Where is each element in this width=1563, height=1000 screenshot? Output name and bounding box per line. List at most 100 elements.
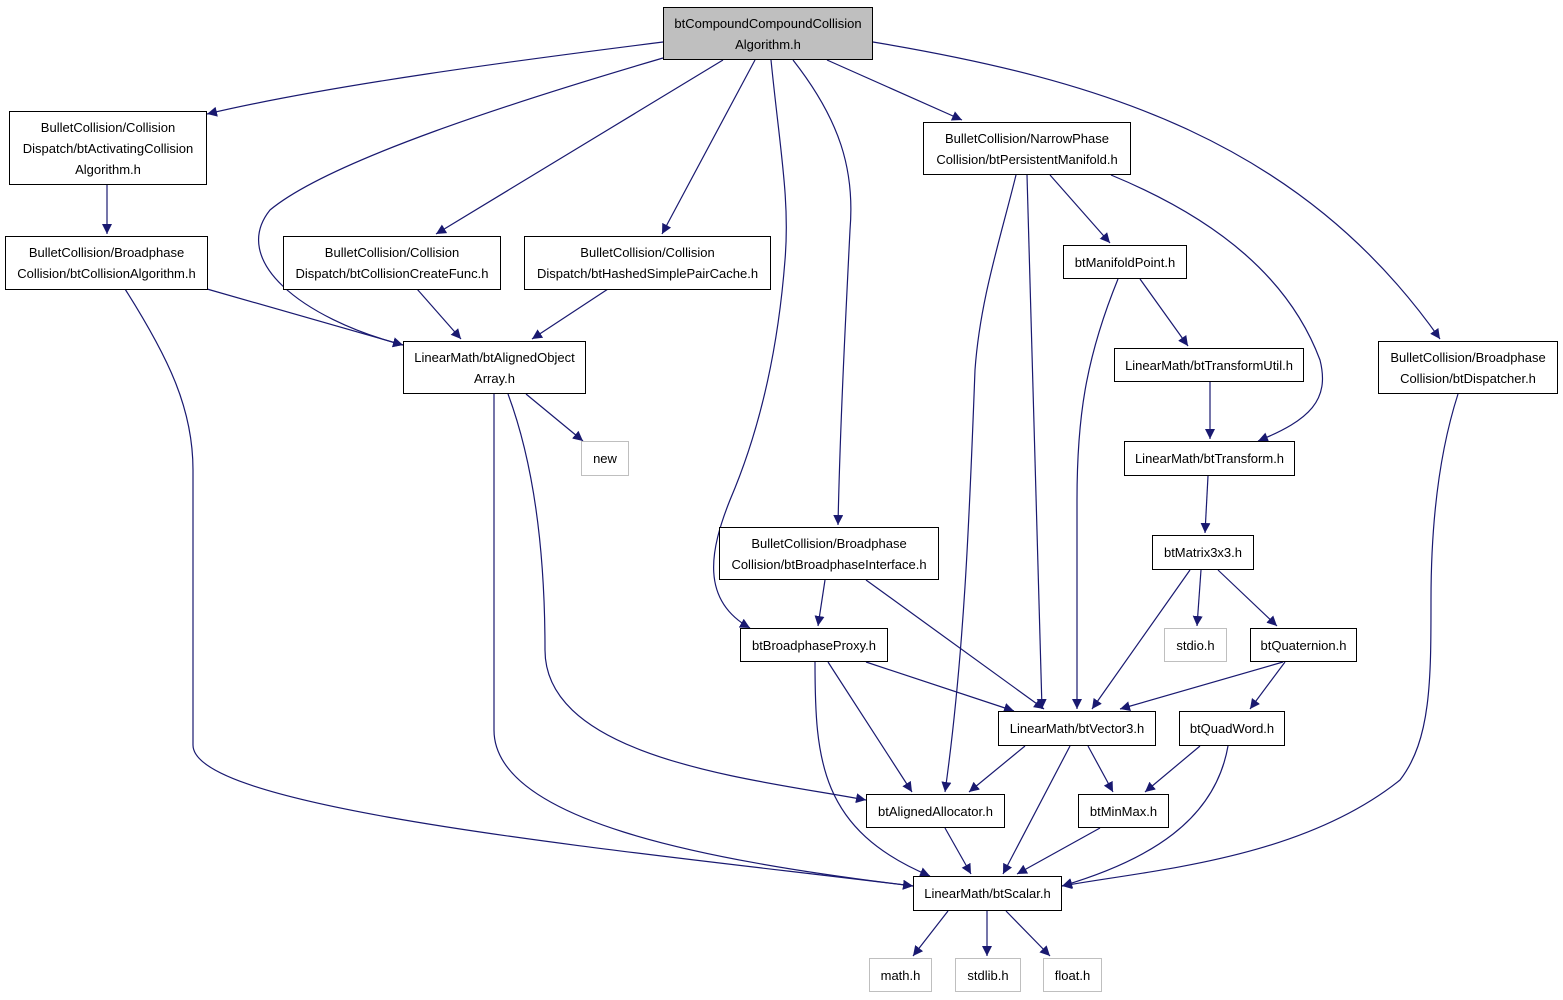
edge-vector3-to-scalar [1002,745,1071,875]
node-label-line: btQuaternion.h [1260,637,1347,653]
node-label-line: BulletCollision/Collision [580,245,715,260]
node-label-line: math.h [880,967,921,983]
edge-quaternion-to-quadword [1249,661,1286,710]
edge-dispatcher-to-scalar [1061,393,1459,890]
edge-quadword-to-scalar [1061,745,1229,888]
node-label-line: Dispatch/btHashedSimplePairCache.h [536,266,759,281]
node-math: math.h [869,958,932,992]
node-label-line: Algorithm.h [735,36,801,52]
node-btquadword[interactable]: btQuadWord.h [1179,711,1285,746]
edge-manifoldpoint-to-vector3 [1072,278,1119,709]
edge-root-to-dispatcher [872,41,1441,340]
node-label-line: BulletCollision/Broadphase [1390,349,1546,365]
node-label-line: LinearMath/btAlignedObject [414,349,575,365]
edge-allocator-to-scalar [944,827,972,875]
node-label-line: Collision/btBroadphaseInterface.h [731,556,927,572]
edge-matrix-to-vector3 [1091,569,1191,710]
edge-root-to-createfunc [435,59,724,235]
edge-root-to-bpinterface [792,59,852,526]
node-label-line: btCompoundCompoundCollision [674,15,862,31]
edge-matrix-to-quaternion [1217,569,1278,627]
node-btscalar[interactable]: LinearMath/btScalar.h [913,876,1062,911]
node-new: new [581,441,629,476]
edge-createfunc-to-alignedarray [416,288,462,340]
node-btalignedallocator[interactable]: btAlignedAllocator.h [866,794,1005,828]
node-btmanifoldpoint[interactable]: btManifoldPoint.h [1063,245,1187,279]
edge-collalgo-to-alignedarray [206,288,404,348]
edge-root-to-hashed [661,59,756,235]
edge-matrix-to-stdio [1192,569,1203,627]
node-label-line: Collision/btDispatcher.h [1400,370,1536,386]
edge-root-to-bpproxy [713,59,787,629]
node-btvector3[interactable]: LinearMath/btVector3.h [998,711,1156,746]
node-btbroadphaseproxy[interactable]: btBroadphaseProxy.h [740,628,888,662]
edge-quadword-to-minmax [1144,745,1201,793]
node-label-line: LinearMath/btTransformUtil.h [1125,357,1293,373]
node-label-line: Dispatch/btCollisionCreateFunc.h [295,266,489,281]
edge-manifold-to-allocator [941,174,1017,793]
node-label-line: Algorithm.h [75,161,141,177]
node-label-line: LinearMath/btVector3.h [1009,721,1145,736]
node-bttransform[interactable]: LinearMath/btTransform.h [1124,441,1295,476]
node-label-line: BulletCollision/Broadphase [28,245,185,260]
node-label-line: Collision/btCollisionAlgorithm.h [17,266,196,281]
edge-minmax-to-scalar [1016,827,1101,875]
node-label-line: btBroadphaseProxy.h [751,637,877,653]
node-stdlib: stdlib.h [955,958,1021,992]
edge-hashed-to-alignedarray [531,288,609,340]
edge-manifold-to-transform [1110,174,1324,442]
node-label-line: btMinMax.h [1089,803,1158,819]
node-label-line: stdlib.h [967,967,1009,983]
node-label-line: stdio.h [1176,637,1215,653]
node-label-line: LinearMath/btTransform.h [1134,451,1285,466]
node-float: float.h [1043,958,1102,992]
edge-alignedarray-to-allocator [507,393,867,804]
node-bttransformutil[interactable]: LinearMath/btTransformUtil.h [1114,348,1304,382]
node-btquaternion[interactable]: btQuaternion.h [1250,628,1357,662]
node-label-line: BulletCollision/Broadphase [751,535,907,551]
edge-bpinterface-to-bpproxy [814,579,826,627]
node-label-line: new [593,451,617,466]
edge-collalgo-to-scalar [124,288,914,890]
node-label-line: BulletCollision/Collision [40,119,176,135]
node-stdio: stdio.h [1164,628,1227,662]
edge-scalar-to-math [912,910,949,957]
node-btmatrix3x3[interactable]: btMatrix3x3.h [1152,535,1254,570]
edge-manifoldpoint-to-transformutil [1139,278,1189,347]
node-label-line: Array.h [474,370,515,386]
edge-scalar-to-float [1005,910,1051,957]
node-label-line: Dispatch/btActivatingCollision [22,140,194,156]
node-label-line: BulletCollision/Collision [324,245,460,260]
edge-manifold-to-vector3 [1026,174,1047,710]
edge-bpproxy-to-vector3 [865,661,1015,713]
edge-bpproxy-to-allocator [827,661,913,793]
node-label-line: btManifoldPoint.h [1074,254,1176,270]
node-label-line: Collision/btPersistentManifold.h [936,151,1118,167]
edge-root-to-activating [206,41,664,117]
edge-root-to-alignedarray [258,57,664,348]
edge-bpinterface-to-vector3 [865,579,1045,710]
node-label-line: BulletCollision/NarrowPhase [944,130,1110,146]
node-label-line: btMatrix3x3.h [1163,545,1243,560]
edge-manifold-to-manifoldpoint [1049,174,1111,244]
edge-quaternion-to-vector3 [1119,661,1284,712]
node-label-line: btQuadWord.h [1189,721,1275,736]
node-label-line: LinearMath/btScalar.h [924,886,1051,901]
edge-alignedarray-to-scalar [493,394,914,890]
edge-vector3-to-allocator [968,745,1026,793]
node-label-line: float.h [1054,967,1091,983]
edge-bpproxy-to-scalar [814,661,931,877]
node-btminmax[interactable]: btMinMax.h [1078,794,1169,828]
edge-root-to-manifold [826,59,963,121]
